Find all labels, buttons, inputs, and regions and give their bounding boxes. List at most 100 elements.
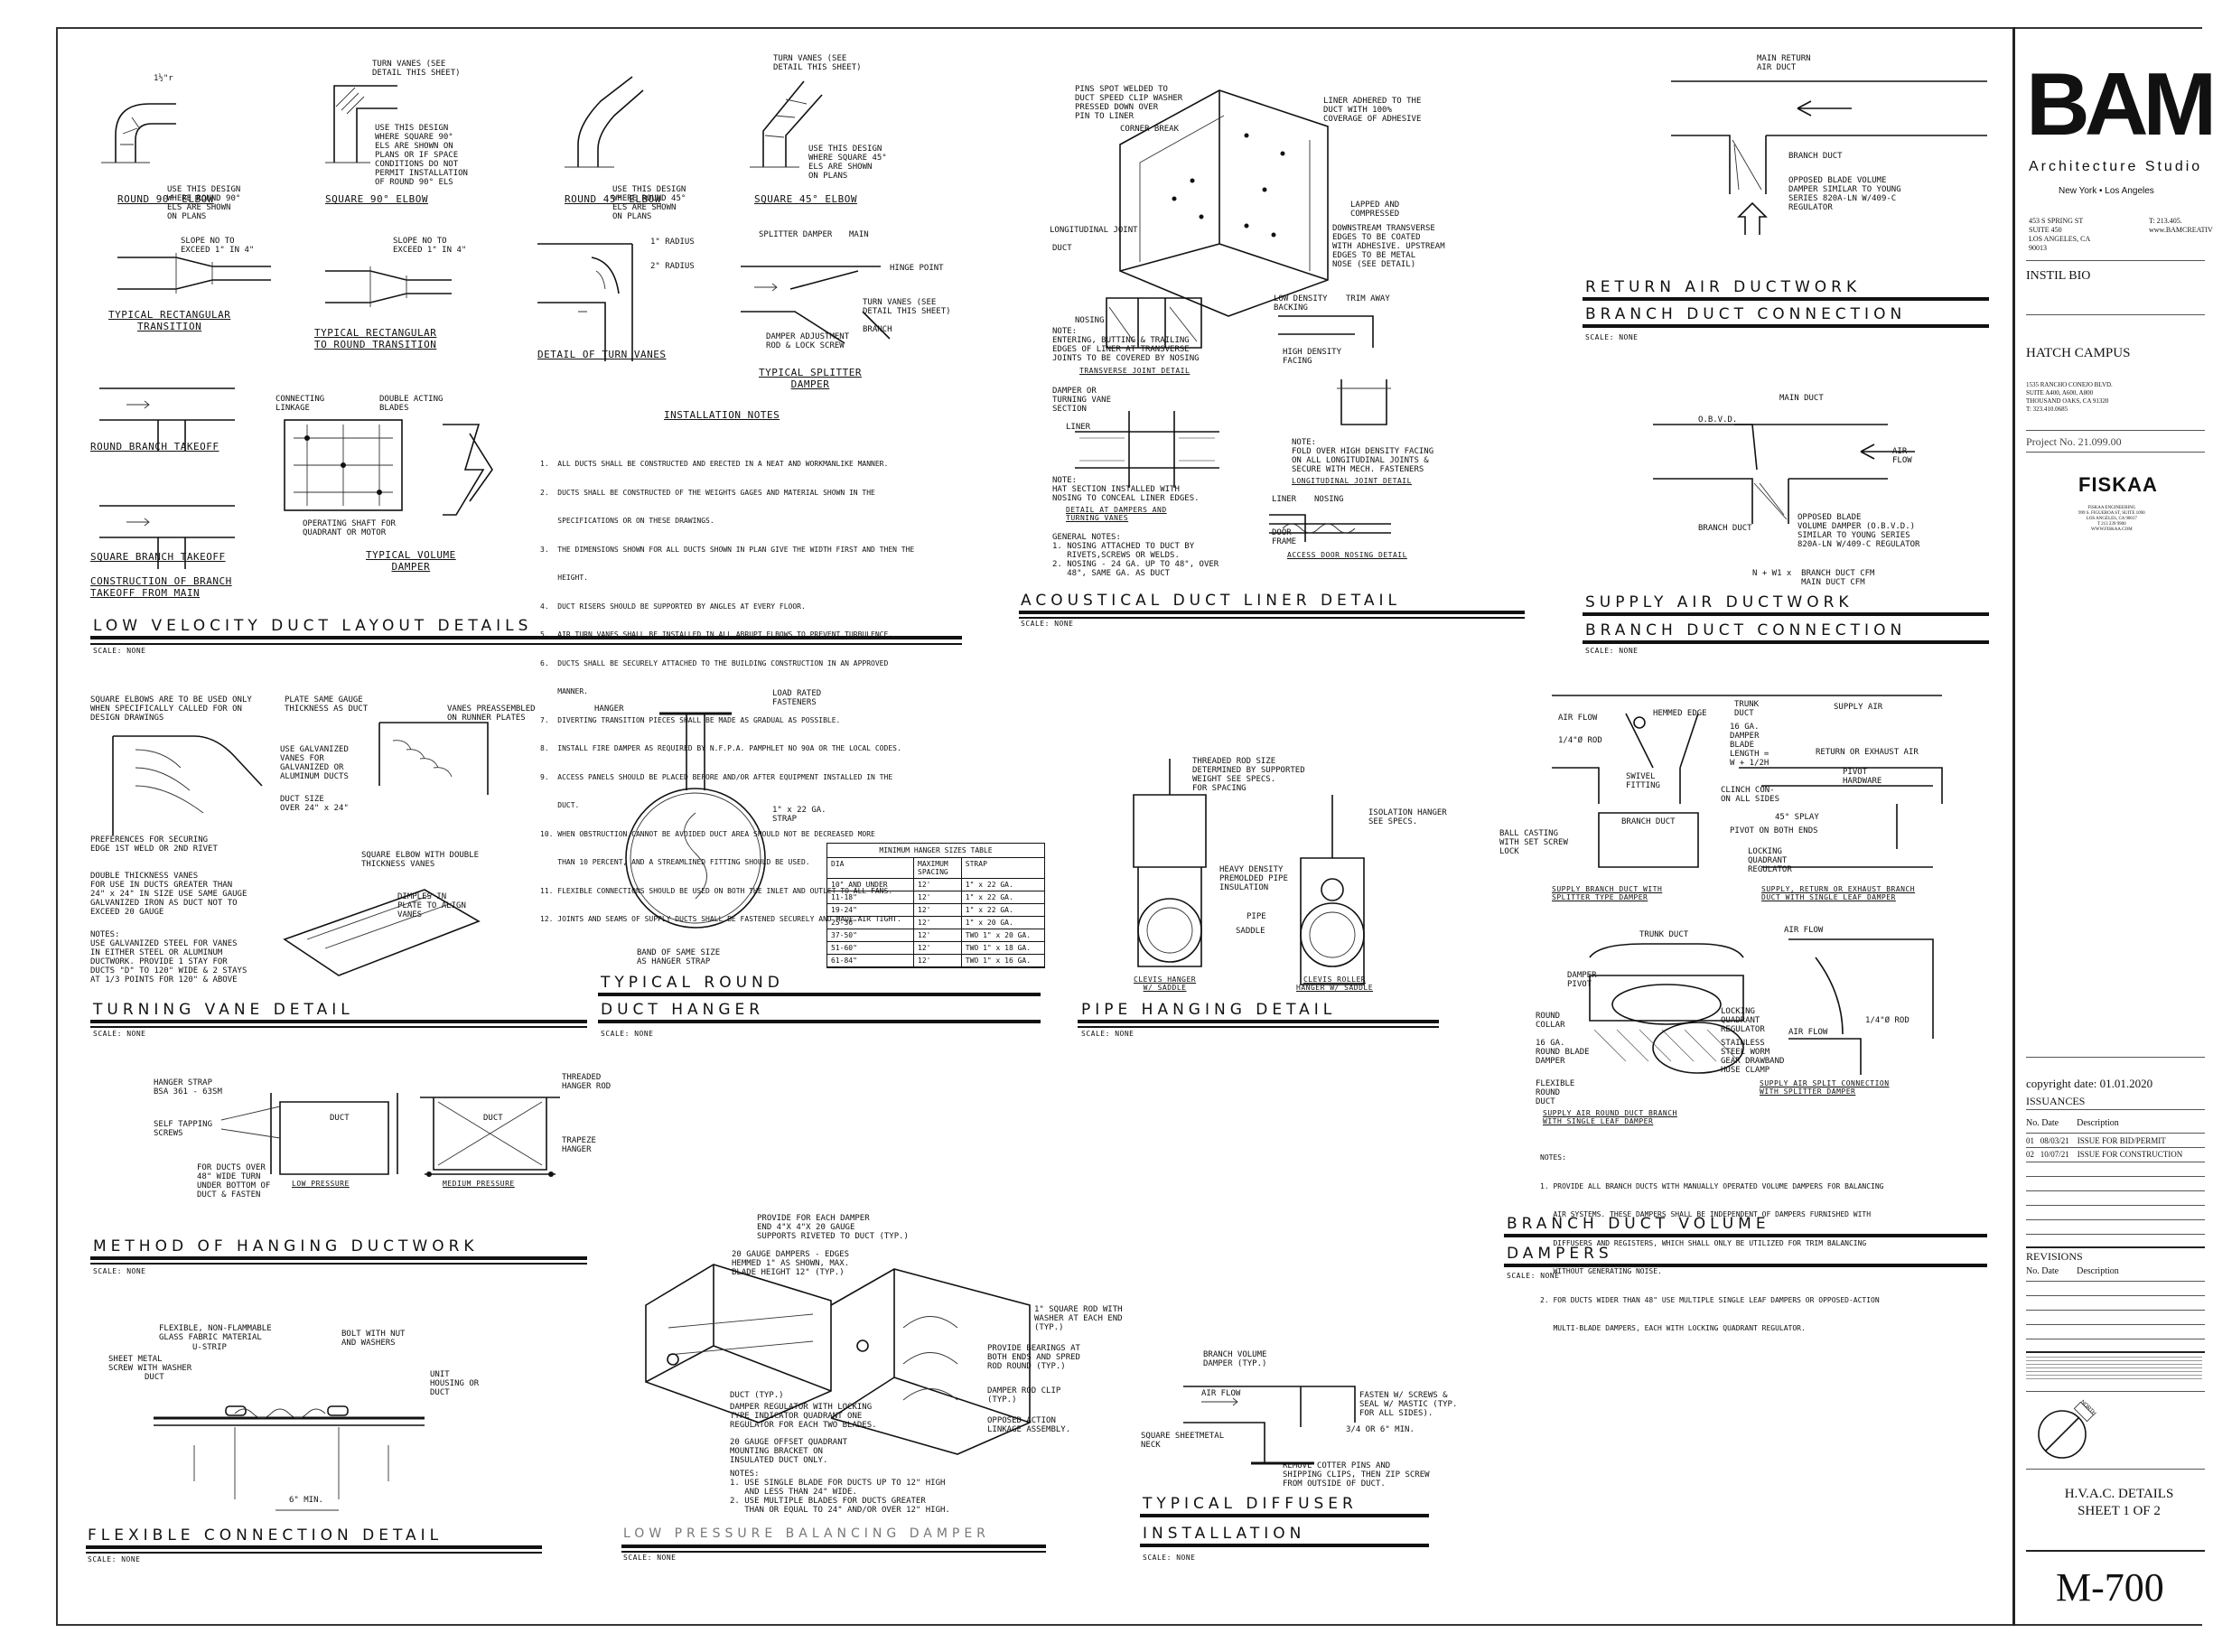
rule-acoustical-2 (1019, 617, 1525, 619)
tb-divider-4 (2026, 452, 2205, 453)
caption-rect-transition: TYPICAL RECTANGULAR TRANSITION (108, 309, 231, 332)
return-supply-drawings (1653, 80, 1987, 524)
label-supply-air-d: SUPPLY AIR (1834, 703, 1883, 712)
label-sheet-metal: SHEET METAL SCREW WITH WASHER (108, 1355, 192, 1373)
label-tv-notes: NOTES: USE GALVANIZED STEEL FOR VANES IN… (90, 930, 247, 985)
rule-low-velocity-2 (90, 643, 962, 645)
revisions-headers: No. Date Description (2026, 1266, 2119, 1276)
install-note-17: 12. JOINTS AND SEAMS OF SUPPLY DUCTS SHA… (540, 915, 901, 923)
label-sq-elbow-dbl: SQUARE ELBOW WITH DOUBLE THICKNESS VANES (361, 851, 480, 869)
label-flex-round: FLEXIBLE ROUND DUCT (1536, 1079, 1575, 1106)
revisions-heading: REVISIONS (2026, 1250, 2083, 1263)
label-duct-h1: DUCT (330, 1114, 350, 1123)
title-balancing: LOW PRESSURE BALANCING DAMPER (623, 1526, 990, 1541)
hanger-table-cell: 1" x 20 GA. (965, 919, 1013, 927)
label-use-design-45: USE THIS DESIGN WHERE ROUND 45° ELS ARE … (612, 185, 686, 221)
caption-construction-branch: CONSTRUCTION OF BRANCH TAKEOFF FROM MAIN (90, 575, 232, 599)
hanger-table-cell: TWO 1" x 18 GA. (965, 944, 1032, 952)
label-branch: BRANCH (863, 325, 892, 334)
install-note-14: 10. WHEN OBSTRUCTION CANNOT BE AVOIDED D… (540, 829, 875, 838)
install-note-2: 2. DUCTS SHALL BE CONSTRUCTED OF THE WEI… (540, 488, 875, 497)
caption-access-door: ACCESS DOOR NOSING DETAIL (1287, 551, 1407, 559)
label-air-flow-s: AIR FLOW (1892, 447, 1912, 465)
label-1r: 1" RADIUS (650, 238, 695, 247)
install-note-12: 9. ACCESS PANELS SHOULD BE PLACED BEFORE… (540, 772, 893, 781)
subtitle-branch-dampers: DAMPERS (1507, 1245, 1613, 1263)
studio-cities: New York • Los Angeles (2059, 186, 2154, 196)
hanger-table-cell: TWO 1" x 20 GA. (965, 931, 1032, 939)
caption-clevis: CLEVIS HANGER W/ SADDLE (1134, 975, 1197, 992)
label-ga16: 16 GA. DAMPER BLADE LENGTH = W + 1/2H (1730, 723, 1769, 768)
label-air-flow-d2: AIR FLOW (1784, 926, 1824, 935)
tb-line-c (2026, 1190, 2205, 1191)
hanger-table-cell: 12' (914, 904, 962, 916)
hanger-table-cell: 37-50" (827, 929, 914, 941)
label-use-design-sq90: USE THIS DESIGN WHERE SQUARE 90° ELS ARE… (375, 124, 468, 187)
project-number: Project No. 21.099.00 (2026, 435, 2122, 448)
label-load-rated: LOAD RATED FASTENERS (772, 689, 822, 707)
label-hanger: HANGER (594, 705, 624, 714)
issuance-row-1: 01 08/03/21 ISSUE FOR BID/PERMIT (2026, 1136, 2166, 1145)
label-air-flow-d1: AIR FLOW (1558, 714, 1598, 723)
rule-hanging (90, 1256, 587, 1260)
label-air-flow-d3: AIR FLOW (1788, 1028, 1828, 1037)
label-galv: USE GALVANIZED VANES FOR GALVANIZED OR A… (280, 745, 349, 781)
label-opposed: OPPOSED ACTION LINKAGE ASSEMBLY. (987, 1416, 1071, 1434)
label-turn-vanes-splitter: TURN VANES (SEE DETAIL THIS SHEET) (863, 298, 951, 316)
tb-line-b (2026, 1176, 2205, 1177)
tb-divider-2 (2026, 314, 2205, 315)
subtitle-supply-air: BRANCH DUCT CONNECTION (1585, 621, 1907, 639)
label-pipe: PIPE (1247, 912, 1266, 921)
flexible-drawings (154, 1405, 425, 1511)
label-obd-note: OPPOSED BLADE VOLUME DAMPER SIMILAR TO Y… (1788, 176, 1901, 212)
rule-supply-2 (1583, 640, 1989, 644)
label-main-duct: MAIN DUCT (1779, 394, 1824, 403)
label-trapeze: TRAPEZE HANGER (562, 1136, 596, 1154)
label-use-design-sq45: USE THIS DESIGN WHERE SQUARE 45° ELS ARE… (808, 145, 887, 181)
title-acoustical: ACOUSTICAL DUCT LINER DETAIL (1021, 592, 1401, 610)
hanger-table-cell: 25-36" (827, 917, 914, 929)
caption-installation-notes: INSTALLATION NOTES (664, 409, 780, 421)
label-ducts-over: FOR DUCTS OVER 48" WIDE TURN UNDER BOTTO… (197, 1163, 271, 1199)
rule-flexible-2 (86, 1552, 542, 1554)
label-stainless: STAINLESS STEEL WORM GEAR DRAWBAND HOSE … (1721, 1039, 1785, 1075)
rule-branch-dampers (1504, 1234, 1987, 1237)
caption-turn-vanes: DETAIL OF TURN VANES (537, 349, 667, 360)
diffuser-drawings (1183, 1386, 1356, 1465)
client-name: INSTIL BIO (2026, 269, 2091, 283)
label-bearings: PROVIDE BEARINGS AT BOTH ENDS AND SPRED … (987, 1344, 1080, 1371)
install-note-5: HEIGHT. (540, 574, 588, 582)
tb-divider-8 (2026, 1147, 2205, 1148)
label-plate-gauge: PLATE SAME GAUGE THICKNESS AS DUCT (285, 695, 369, 714)
label-connecting: CONNECTING LINKAGE (275, 395, 325, 413)
damper-note-4: WITHOUT GENERATING NOISE. (1540, 1267, 1662, 1275)
title-flexible: FLEXIBLE CONNECTION DETAIL (88, 1526, 444, 1545)
hanger-table-row: 19-24"12'1" x 22 GA. (827, 904, 1044, 917)
pipe-hanging-drawings (1133, 759, 1365, 985)
label-sheetmetal-neck: SQUARE SHEETMETAL NECK (1141, 1432, 1225, 1450)
hanging-drawings (220, 1093, 560, 1177)
rule-diffuser (1140, 1514, 1429, 1517)
label-offset: 20 GAUGE OFFSET QUADRANT MOUNTING BRACKE… (730, 1438, 848, 1465)
drawing-sheet (56, 27, 2202, 1626)
install-note-7: 5. AIR TURN VANES SHALL BE INSTALLED IN … (540, 630, 893, 639)
caption-longitudinal: LONGITUDINAL JOINT DETAIL (1292, 477, 1412, 485)
label-damper-pivot: DAMPER PIVOT (1567, 971, 1597, 989)
subtitle-round-hanger: DUCT HANGER (601, 1001, 765, 1019)
label-round-collar: ROUND COLLAR (1536, 1012, 1565, 1030)
caption-clevis-roller: CLEVIS ROLLER HANGER W/ SADDLE (1296, 975, 1374, 992)
hanger-table-cell: 12' (914, 929, 962, 941)
label-6min: 6" MIN. (289, 1496, 323, 1505)
turning-vane-drawings (112, 722, 489, 976)
rule-return (1583, 297, 1989, 301)
tb-divider-10 (2026, 1351, 2205, 1353)
hanger-table-cell: 12' (914, 942, 962, 954)
caption-splitter: TYPICAL SPLITTER DAMPER (759, 367, 862, 390)
label-ball-cast: BALL CASTING WITH SET SCREW LOCK (1499, 829, 1568, 856)
damper-note-6: MULTI-BLADE DAMPERS, EACH WITH LOCKING Q… (1540, 1324, 1806, 1332)
caption-square90: SQUARE 90° ELBOW (325, 193, 428, 205)
label-turn-vanes-sq45: TURN VANES (SEE DETAIL THIS SHEET) (773, 54, 862, 72)
caption-supply-round: SUPPLY AIR ROUND DUCT BRANCH WITH SINGLE… (1543, 1109, 1677, 1125)
